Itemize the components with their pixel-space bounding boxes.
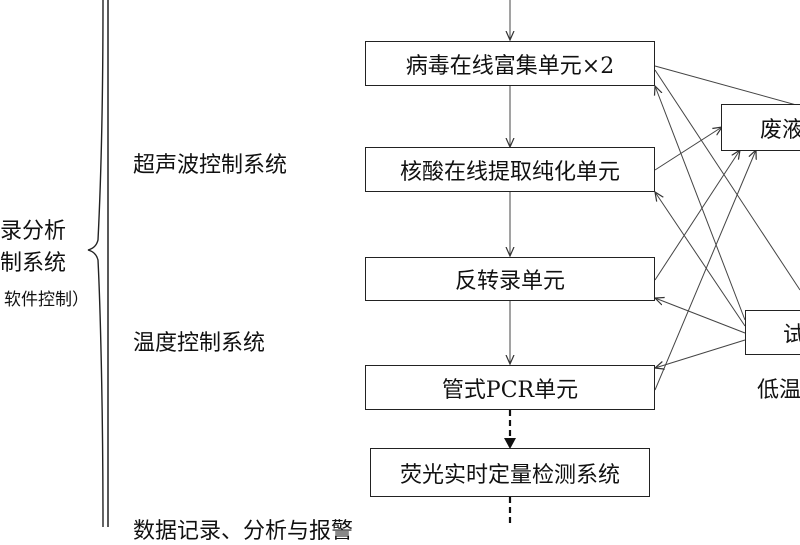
line-enrich-down-right — [654, 69, 800, 291]
left-group-line2: 制系统 — [0, 251, 67, 276]
left-brace — [87, 0, 104, 527]
fluorescence-detection-box: 荧光实时定量检测系统 — [370, 448, 650, 497]
nucleic-extraction-unit-box: 核酸在线提取纯化单元 — [365, 147, 655, 192]
reagent-box: 试 — [745, 310, 800, 355]
flow-diagram-canvas — [87, 0, 800, 527]
data-record-label: 数据记录、分析与报警 — [133, 519, 354, 544]
arrow-pcr-to-waste — [654, 150, 756, 391]
arrow-extract-to-waste — [654, 127, 722, 171]
ultrasonic-control-label: 超声波控制系统 — [133, 153, 288, 178]
low-temp-label: 低温 — [757, 378, 800, 403]
waste-liquid-box: 废液 — [721, 104, 800, 151]
arrow-reagent-to-rt — [655, 298, 746, 334]
arrow-reagent-to-enrich — [655, 86, 746, 321]
left-group-line3: 软件控制） — [4, 290, 89, 310]
left-group-line1: 录分析 — [0, 219, 67, 244]
tube-pcr-unit-box: 管式PCR单元 — [365, 365, 655, 410]
line-enrich-to-right-edge — [654, 65, 800, 107]
arrow-reagent-to-pcr — [655, 339, 746, 368]
temperature-control-label: 温度控制系统 — [133, 331, 266, 356]
virus-enrichment-unit-box: 病毒在线富集单元×2 — [365, 41, 655, 86]
arrow-reagent-to-extract — [655, 192, 746, 327]
arrow-rt-to-waste — [654, 150, 740, 281]
reverse-transcription-unit-box: 反转录单元 — [365, 257, 655, 301]
